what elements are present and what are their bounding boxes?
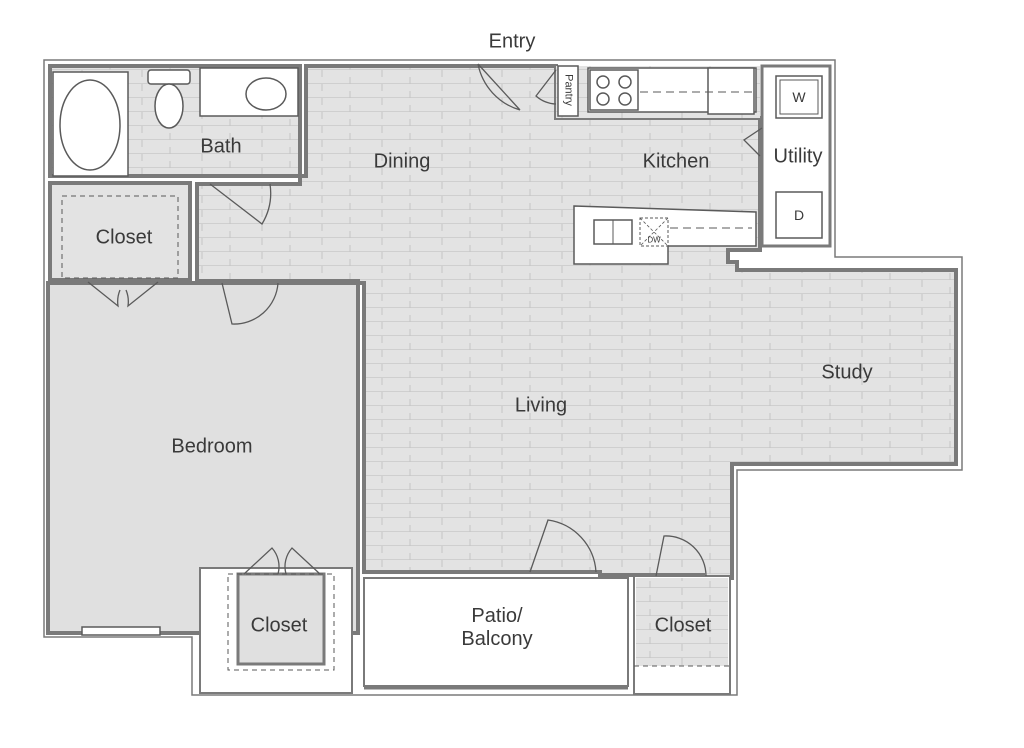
pantry	[557, 65, 579, 117]
range	[589, 69, 639, 111]
closet-living-door	[655, 535, 707, 577]
label-living: Living	[514, 394, 568, 417]
label-study: Study	[821, 361, 873, 384]
label-bath: Bath	[200, 135, 242, 158]
label-entry: Entry	[488, 30, 536, 53]
refrigerator	[707, 67, 755, 115]
closet-bath-room	[48, 181, 192, 282]
burner-1	[596, 75, 610, 89]
closet-bedroom-shelf	[227, 573, 335, 671]
tub-basin	[59, 79, 121, 171]
patio-door	[529, 519, 597, 573]
label-patio: Patio/ Balcony	[461, 605, 533, 650]
label-closet-bedroom: Closet	[250, 614, 308, 637]
label-dishwasher: DW	[647, 235, 661, 245]
closet-living-floor	[636, 578, 728, 666]
washer-inner	[779, 79, 819, 115]
toilet-tank	[147, 69, 191, 85]
bedroom-window	[81, 626, 161, 636]
pantry-door	[535, 69, 557, 105]
washer	[775, 75, 823, 119]
closet-bath-shelf	[61, 195, 179, 279]
label-utility: Utility	[773, 145, 823, 168]
entry-door	[477, 63, 521, 111]
burner-2	[618, 75, 632, 89]
label-washer: W	[792, 88, 806, 105]
bedroom-door	[221, 282, 279, 325]
burner-4	[618, 92, 632, 106]
closet-bath-doors	[87, 281, 159, 308]
dishwasher-x2	[639, 217, 669, 247]
patio-area	[363, 577, 629, 687]
label-dryer: D	[793, 206, 805, 223]
dryer	[775, 191, 823, 239]
closet-bedroom-doors	[243, 547, 321, 575]
label-pantry: Pantry	[562, 74, 575, 106]
label-bedroom: Bedroom	[171, 435, 253, 458]
utility-door	[742, 127, 763, 157]
dishwasher-x1	[639, 217, 669, 247]
closet-bedroom-floor	[236, 572, 326, 666]
label-kitchen: Kitchen	[642, 150, 710, 173]
burner-3	[596, 92, 610, 106]
sink-basin	[245, 77, 287, 111]
toilet-bowl	[154, 83, 184, 129]
bath-door	[209, 183, 272, 225]
label-closet-living: Closet	[654, 614, 712, 637]
label-dining: Dining	[373, 150, 431, 173]
label-closet-bath: Closet	[95, 226, 153, 249]
